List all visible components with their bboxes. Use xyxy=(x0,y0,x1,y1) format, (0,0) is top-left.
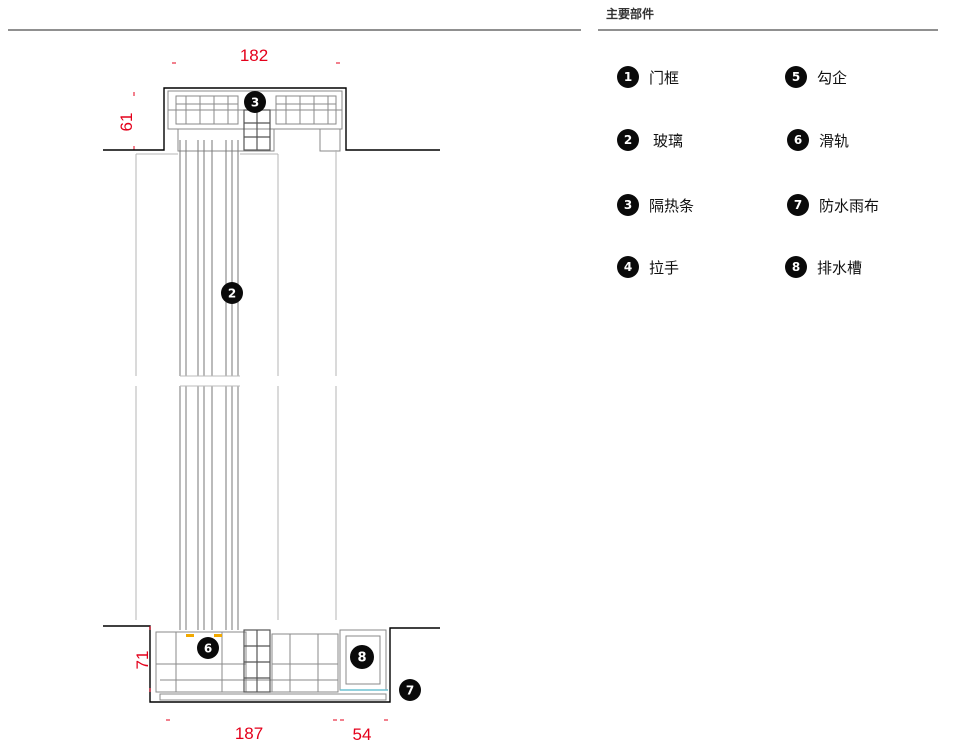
legend-label: 滑轨 xyxy=(819,131,850,150)
glass-panes xyxy=(179,140,240,630)
callout-2: 2 xyxy=(221,282,243,304)
bottom-right-label: 54 xyxy=(353,725,372,744)
bottom-right-dimension: 54 xyxy=(340,719,388,744)
legend-item-frame: 1 门框 xyxy=(617,65,679,89)
bottom-width-label: 187 xyxy=(235,724,263,743)
svg-text:3: 3 xyxy=(251,96,259,110)
legend-badge: 1 xyxy=(617,66,639,88)
bottom-wall-outline xyxy=(103,625,440,703)
callout-7: 7 xyxy=(399,679,421,701)
bottom-height-dimension: 71 xyxy=(133,626,152,692)
callout-8: 8 xyxy=(350,645,374,669)
callout-3: 3 xyxy=(244,91,266,113)
top-width-dimension: 182 xyxy=(172,46,340,65)
legend-title: 主要部件 xyxy=(606,7,655,21)
svg-text:2: 2 xyxy=(228,287,236,301)
legend-item-thermal-break: 3 隔热条 xyxy=(617,193,694,217)
legend-item-waterproof-membrane: 7 防水雨布 xyxy=(787,193,879,217)
bottom-height-label: 71 xyxy=(133,651,152,670)
svg-text:6: 6 xyxy=(204,642,212,656)
legend-badge: 2 xyxy=(617,129,639,151)
legend-badge: 8 xyxy=(785,256,807,278)
legend-label: 排水槽 xyxy=(817,258,863,277)
legend-label: 隔热条 xyxy=(649,196,695,215)
legend-label: 防水雨布 xyxy=(819,196,880,215)
wall-side-lines xyxy=(135,150,337,620)
legend-item-slide-rail: 6 滑轨 xyxy=(787,128,849,152)
legend-badge: 7 xyxy=(787,194,809,216)
legend-item-handle: 4 拉手 xyxy=(617,255,679,279)
top-frame-profile xyxy=(167,90,343,152)
legend-label: 门框 xyxy=(649,68,680,87)
legend-item-glass: 2 玻璃 xyxy=(617,128,683,152)
top-height-dimension: 61 xyxy=(117,92,136,150)
legend-item-interlock: 5 勾企 xyxy=(785,65,847,89)
legend-label: 勾企 xyxy=(817,68,848,87)
bottom-thermal-break xyxy=(243,629,271,693)
callout-6: 6 xyxy=(197,637,219,659)
bottom-width-dimension: 187 xyxy=(166,719,337,743)
legend-label: 玻璃 xyxy=(653,131,684,150)
legend-label: 拉手 xyxy=(649,258,680,277)
svg-text:7: 7 xyxy=(406,684,414,698)
top-thermal-break xyxy=(243,109,271,151)
legend-badge: 3 xyxy=(617,194,639,216)
slide-rail-accent xyxy=(186,634,222,637)
top-height-label: 61 xyxy=(117,113,136,132)
top-width-label: 182 xyxy=(240,46,268,65)
legend-badge: 6 xyxy=(787,129,809,151)
legend-item-drainage-channel: 8 排水槽 xyxy=(785,255,862,279)
legend-badge: 5 xyxy=(785,66,807,88)
top-wall-outline xyxy=(103,87,440,151)
svg-text:8: 8 xyxy=(357,651,366,666)
legend-badge: 4 xyxy=(617,256,639,278)
